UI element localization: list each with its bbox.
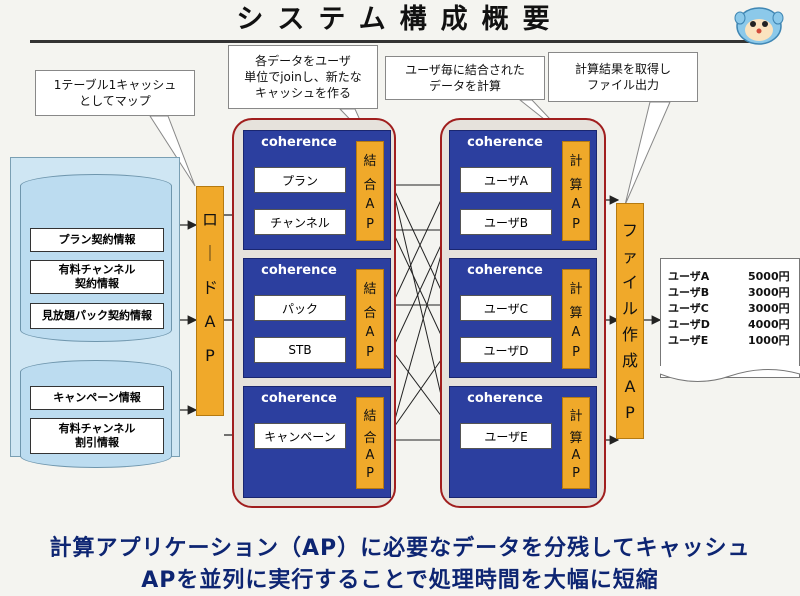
cross-connections: [391, 181, 451, 444]
calc-node-user-c: ユーザC: [460, 295, 552, 321]
output-user: ユーザB: [668, 286, 710, 299]
load-ap-char: ｜: [201, 244, 218, 263]
calc-ap-char: 算: [569, 305, 583, 321]
join-coherence-box-2: coherence パック STB 結 合 A P: [243, 258, 391, 378]
join-ap-bar: 結 合 A P: [356, 141, 384, 241]
mascot-icon: [734, 7, 784, 45]
calc-node-user-a: ユーザA: [460, 167, 552, 193]
join-ap-char: 合: [363, 305, 377, 321]
file-ap-char: 作: [621, 325, 638, 344]
output-amount: 3000円: [748, 286, 790, 299]
join-coherence-box-3: coherence キャンペーン 結 合 A P: [243, 386, 391, 498]
calc-ap-char: A: [571, 448, 581, 464]
file-ap-char: ル: [621, 299, 638, 318]
file-ap-char: ァ: [621, 247, 638, 266]
join-coherence-box-1: coherence プラン チャンネル 結 合 A P: [243, 130, 391, 250]
output-user: ユーザD: [668, 318, 710, 331]
page-title: システム構成概要: [236, 4, 564, 35]
join-node-channel: チャンネル: [254, 209, 346, 235]
join-ap-char: 合: [363, 177, 377, 193]
file-ap-char: フ: [621, 221, 638, 240]
calc-ap-bar: 計 算 A P: [562, 141, 590, 241]
calc-node-user-b: ユーザB: [460, 209, 552, 235]
load-ap-char: ド: [201, 278, 218, 297]
calc-ap-char: P: [572, 465, 580, 481]
join-node-campaign: キャンペーン: [254, 423, 346, 449]
file-ap-char: P: [625, 403, 635, 422]
callout-join: 各データをユーザ 単位でjoinし、新たな キャッシュを作る: [228, 45, 378, 109]
join-ap-char: A: [365, 325, 375, 341]
join-ap-char: 合: [363, 430, 377, 446]
join-ap-bar: 結 合 A P: [356, 269, 384, 369]
join-ap-bar: 結 合 A P: [356, 397, 384, 489]
join-node-pack: パック: [254, 295, 346, 321]
callout-file-output: 計算結果を取得し ファイル出力: [548, 52, 698, 102]
table-channel-discount: 有料チャンネル 割引情報: [30, 418, 164, 454]
calc-ap-char: P: [572, 216, 580, 232]
join-ap-char: A: [365, 197, 375, 213]
join-ap-char: 結: [363, 409, 377, 425]
file-ap-bar: フ ァ イ ル 作 成 A P: [616, 203, 644, 439]
coherence-label: coherence: [261, 263, 337, 278]
coherence-label: coherence: [467, 391, 543, 406]
join-node-plan: プラン: [254, 167, 346, 193]
calc-ap-char: P: [572, 344, 580, 360]
calc-ap-char: A: [571, 325, 581, 341]
join-node-stb: STB: [254, 337, 346, 363]
join-ap-char: P: [366, 465, 374, 481]
file-ap-char: 成: [621, 351, 638, 370]
join-ap-char: P: [366, 344, 374, 360]
output-user: ユーザC: [668, 302, 709, 315]
output-amount: 4000円: [748, 318, 790, 331]
output-file: [660, 258, 800, 378]
coherence-label: coherence: [261, 135, 337, 150]
file-ap-char: A: [624, 377, 636, 396]
join-ap-char: 結: [363, 282, 377, 298]
calc-ap-bar: 計 算 A P: [562, 269, 590, 369]
coherence-label: coherence: [467, 263, 543, 278]
load-ap-char: P: [205, 346, 215, 365]
load-ap-bar: ロ ｜ ド A P: [196, 186, 224, 416]
output-amount: 3000円: [748, 302, 790, 315]
join-ap-char: A: [365, 448, 375, 464]
calc-ap-char: 算: [569, 177, 583, 193]
calc-coherence-box-2: coherence ユーザC ユーザD 計 算 A P: [449, 258, 597, 378]
join-ap-char: P: [366, 216, 374, 232]
output-user: ユーザE: [668, 334, 709, 347]
calc-node-user-d: ユーザD: [460, 337, 552, 363]
calc-ap-char: 計: [569, 409, 583, 425]
callout-tail-file: [624, 101, 671, 206]
calc-coherence-box-3: coherence ユーザE 計 算 A P: [449, 386, 597, 498]
callout-table-cache: 1テーブル1キャッシュ としてマップ: [35, 70, 195, 116]
callout-tail-table: [149, 115, 196, 187]
coherence-label: coherence: [467, 135, 543, 150]
footer-line-1: 計算アプリケーション（AP）に必要なデータを分残してキャッシュ: [49, 536, 751, 561]
table-paid-channel-contract: 有料チャンネル 契約情報: [30, 260, 164, 294]
output-amount: 5000円: [748, 270, 790, 283]
calc-coherence-box-1: coherence ユーザA ユーザB 計 算 A P: [449, 130, 597, 250]
callout-per-user: ユーザ毎に結合された データを計算: [385, 56, 545, 100]
table-pack-contract: 見放題パック契約情報: [30, 303, 164, 329]
calc-node-user-e: ユーザE: [460, 423, 552, 449]
load-ap-char: A: [204, 312, 216, 331]
calc-ap-char: 算: [569, 430, 583, 446]
join-ap-char: 結: [363, 154, 377, 170]
table-plan-contract: プラン契約情報: [30, 228, 164, 252]
output-amount: 1000円: [748, 334, 790, 347]
calc-ap-char: 計: [569, 282, 583, 298]
calc-ap-char: 計: [569, 154, 583, 170]
footer-line-2: APを並列に実行することで処理時間を大幅に短縮: [141, 568, 659, 593]
calc-ap-bar: 計 算 A P: [562, 397, 590, 489]
table-campaign: キャンペーン情報: [30, 386, 164, 410]
coherence-label: coherence: [261, 391, 337, 406]
title-underline: [30, 40, 750, 43]
file-ap-char: イ: [621, 273, 638, 292]
calc-ap-char: A: [571, 197, 581, 213]
output-user: ユーザA: [668, 270, 710, 283]
load-ap-char: ロ: [201, 210, 218, 229]
output-file-wave: [660, 366, 800, 383]
